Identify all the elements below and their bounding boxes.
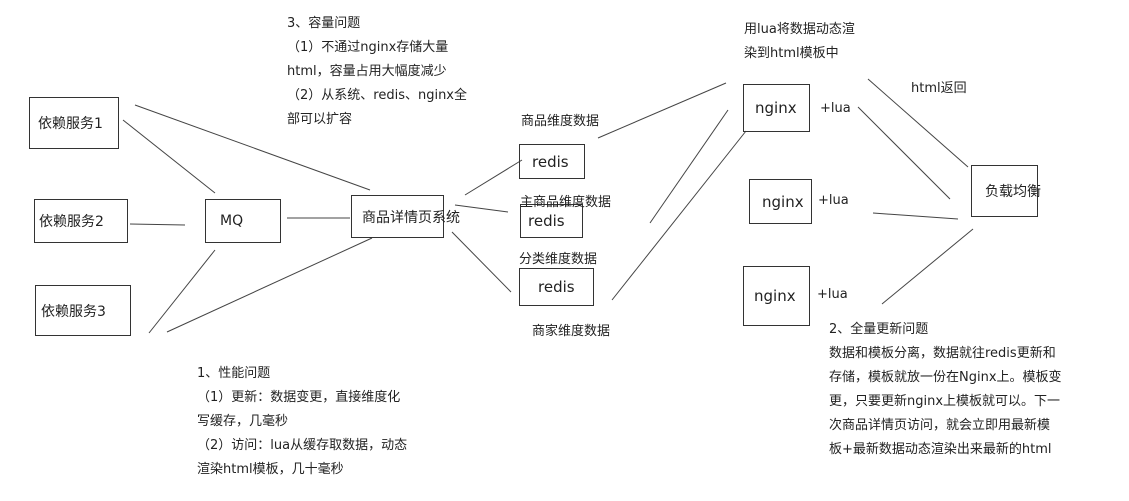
dependency-service-2-node: 依赖服务2 [34,199,128,243]
full-update-note-title: 2、全量更新问题 [829,322,929,337]
full-update-issue-note: 2、全量更新问题 数据和模板分离，数据就往redis更新和 存储，模板就放一份在… [829,318,1062,462]
plus-lua-label-3: +lua [817,287,848,302]
mq-label: MQ [220,213,244,229]
plus-lua-label-1: +lua [820,101,851,116]
line-dep1-detail [134,104,371,191]
category-dimension-data-label: 分类维度数据 [519,252,598,267]
full-update-note-line: 数据和模板分离，数据就往redis更新和 [829,346,1056,361]
nginx-node-2: nginx [749,179,812,224]
dependency-service-3-node: 依赖服务3 [35,285,131,336]
load-balancer-node: 负载均衡 [971,165,1041,217]
line-detail-redis3 [451,231,512,293]
nginx-2-label: nginx [762,192,804,211]
line-nginx3-lb [881,228,974,305]
html-return-label: html返回 [911,81,967,96]
main-product-dimension-data-label: 主商品维度数据 [520,195,612,210]
line-detail-redis2 [454,204,509,213]
nginx-3-label: nginx [754,287,796,305]
redis-node-1: redis [519,144,585,179]
capacity-note-line: （1）不通过nginx存储大量 [287,40,449,55]
performance-note-line: （2）访问：lua从缓存取数据，动态 [197,438,408,453]
line-redis3-nginx1 [611,130,747,301]
line-dep2-mq [129,223,186,226]
product-detail-system-node: 商品详情页系统 [351,195,460,238]
dependency-service-3-label: 依赖服务3 [41,303,106,320]
nginx-node-1: nginx [743,84,810,132]
plus-lua-label-2: +lua [818,193,849,208]
lua-render-note: 用lua将数据动态渲 染到html模板中 [744,18,855,66]
redis-node-3: redis [519,268,594,306]
line-redis2-nginx1 [649,109,729,224]
lua-render-line-1: 用lua将数据动态渲 [744,22,855,37]
line-nginx1-lb-b [857,106,951,200]
line-dep3-detail [166,237,373,333]
full-update-note-line: 板+最新数据动态渲染出来最新的html [829,442,1052,457]
line-nginx2-lb [872,212,959,220]
performance-note-line: （1）更新：数据变更，直接维度化 [197,390,401,405]
performance-note-line: 写缓存，几毫秒 [197,414,289,429]
product-dimension-data-label: 商品维度数据 [521,114,600,129]
redis-2-label: redis [528,212,565,230]
performance-note-line: 渲染html模板，几十毫秒 [197,462,344,477]
capacity-note-line: html，容量占用大幅度减少 [287,64,447,79]
lua-render-line-2: 染到html模板中 [744,46,839,61]
line-nginx1-lb-a [867,78,969,168]
capacity-note-line: 部可以扩容 [287,112,353,127]
dependency-service-1-node: 依赖服务1 [29,97,119,149]
line-detail-redis1 [464,159,523,196]
redis-1-label: redis [532,152,569,171]
line-redis1-nginx1 [597,82,727,139]
capacity-note-line: （2）从系统、redis、nginx全 [287,88,468,103]
full-update-note-line: 存储，模板就放一份在Nginx上。模板变 [829,370,1062,385]
mq-node: MQ [205,199,281,243]
capacity-issue-note: 3、容量问题 （1）不通过nginx存储大量 html，容量占用大幅度减少 （2… [287,12,467,132]
load-balancer-label: 负载均衡 [985,184,1041,200]
capacity-note-title: 3、容量问题 [287,16,361,31]
nginx-node-3: nginx [743,266,810,326]
nginx-1-label: nginx [755,99,797,117]
full-update-note-line: 次商品详情页访问，就会立即用最新模 [829,418,1051,433]
merchant-dimension-data-label: 商家维度数据 [532,324,611,339]
line-dep1-mq [122,119,216,194]
full-update-note-line: 更，只要更新nginx上模板就可以。下一 [829,394,1061,409]
product-detail-system-label: 商品详情页系统 [362,209,460,226]
performance-issue-note: 1、性能问题 （1）更新：数据变更，直接维度化 写缓存，几毫秒 （2）访问：lu… [197,362,407,482]
dependency-service-2-label: 依赖服务2 [39,214,104,230]
redis-node-2: redis [520,204,583,238]
line-dep3-mq [148,249,216,334]
performance-note-title: 1、性能问题 [197,366,271,381]
redis-3-label: redis [538,278,575,296]
dependency-service-1-label: 依赖服务1 [38,116,103,132]
